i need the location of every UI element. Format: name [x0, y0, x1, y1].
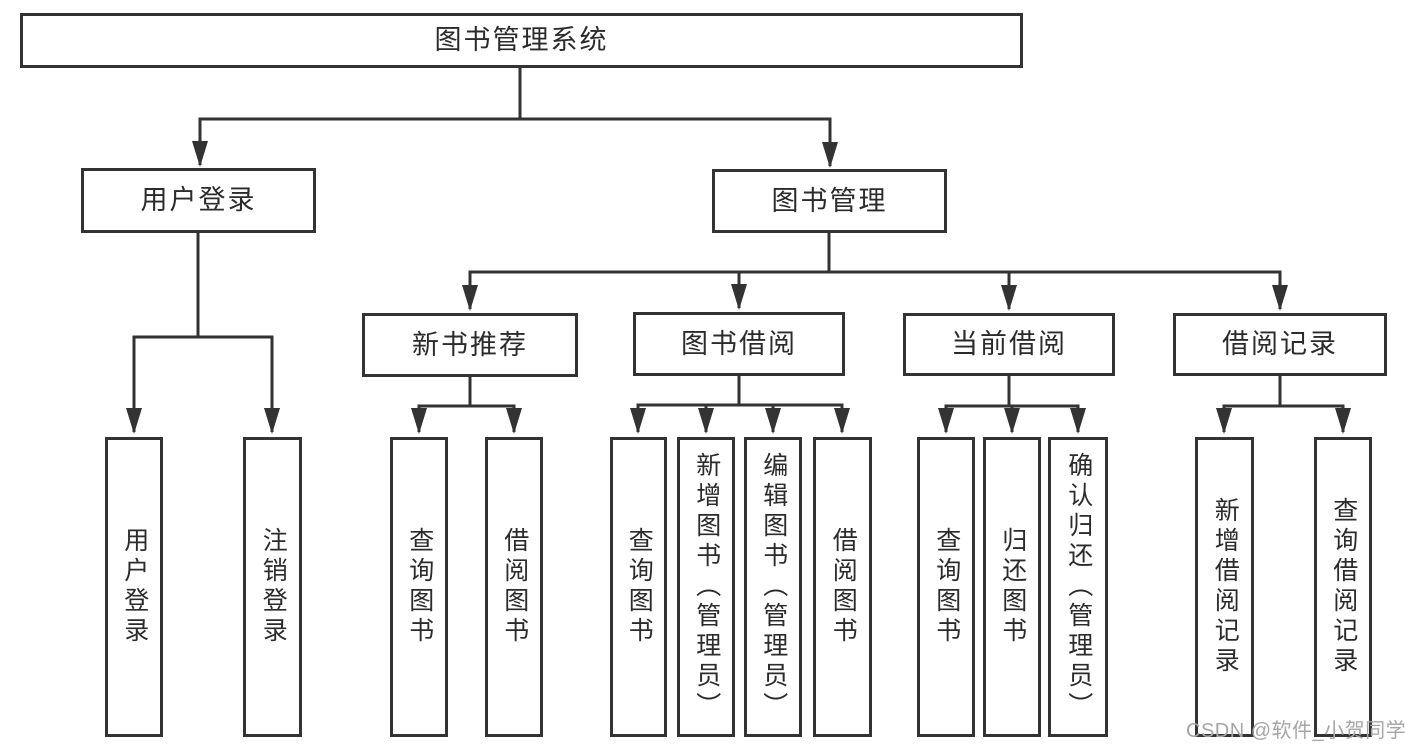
leaf-query-books-borrow: 查询图书	[610, 437, 667, 737]
watermark: CSDN @软件_小贺同学	[1186, 720, 1405, 742]
leaf-borrow-books-recommend: 借阅图书	[485, 437, 543, 737]
leaf-logout: 注销登录	[243, 437, 302, 737]
leaf-query-books-current: 查询图书	[917, 437, 975, 737]
node-book-borrow: 图书借阅	[633, 312, 845, 376]
node-root: 图书管理系统	[20, 13, 1023, 68]
leaf-confirm-return-admin: 确认归还（管理员）	[1048, 437, 1108, 737]
node-borrow-records: 借阅记录	[1173, 313, 1387, 376]
leaf-user-login: 用户登录	[105, 437, 163, 737]
node-new-book-recommend: 新书推荐	[362, 313, 578, 377]
node-current-borrow: 当前借阅	[903, 313, 1115, 376]
leaf-borrow-books: 借阅图书	[813, 437, 872, 737]
node-user-login: 用户登录	[81, 168, 316, 233]
leaf-query-borrow-record: 查询借阅记录	[1314, 437, 1372, 737]
node-book-management: 图书管理	[712, 169, 947, 233]
leaf-edit-book-admin: 编辑图书（管理员）	[744, 437, 802, 737]
leaf-return-book: 归还图书	[983, 437, 1041, 737]
leaf-query-books-recommend: 查询图书	[390, 437, 448, 737]
leaf-add-book-admin: 新增图书（管理员）	[677, 437, 735, 737]
leaf-add-borrow-record: 新增借阅记录	[1195, 437, 1254, 737]
